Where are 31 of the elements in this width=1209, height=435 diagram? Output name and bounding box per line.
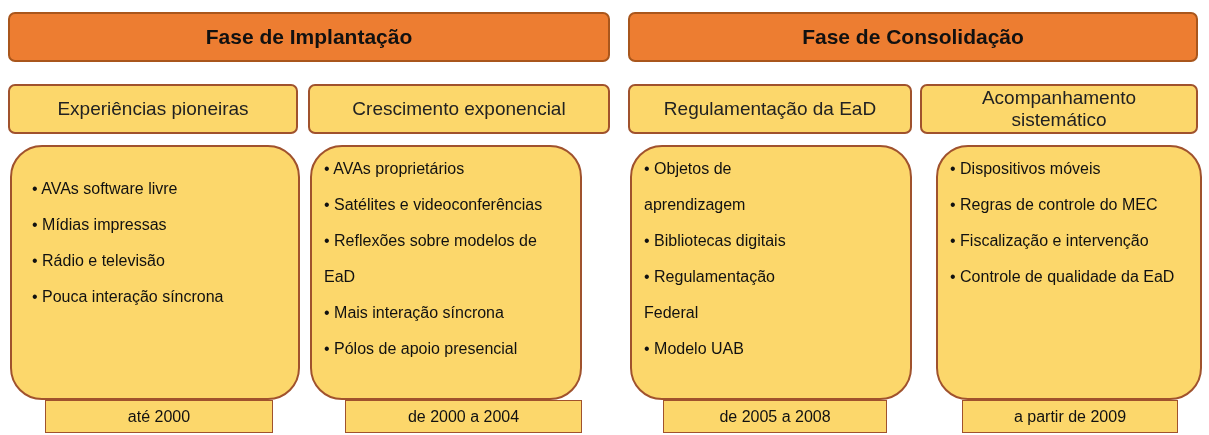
bullet-item: • Modelo UAB [644, 339, 745, 359]
period-label: de 2000 a 2004 [345, 400, 582, 433]
feature-panel [936, 145, 1202, 400]
bullet-item: • Pouca interação síncrona [32, 287, 224, 307]
period-label: até 2000 [45, 400, 273, 433]
period-label: a partir de 2009 [962, 400, 1178, 433]
bullet-item: • Pólos de apoio presencial [324, 339, 519, 359]
bullet-item: • AVAs software livre [32, 179, 179, 199]
bullet-item: • Dispositivos móveis [950, 159, 1102, 179]
stage-header: Acompanhamento sistemático [920, 84, 1198, 134]
bullet-item: • Satélites e videoconferências [324, 195, 544, 215]
phase-header: Fase de Implantação [8, 12, 610, 62]
bullet-item: • Mais interação síncrona [324, 303, 505, 323]
stage-header: Crescimento exponencial [308, 84, 610, 134]
bullet-item: • Controle de qualidade da EaD [950, 267, 1175, 287]
feature-panel [10, 145, 300, 400]
feature-panel [630, 145, 912, 400]
stage-header: Experiências pioneiras [8, 84, 298, 134]
phase-header: Fase de Consolidação [628, 12, 1198, 62]
bullet-item: • Objetos de aprendizagem [644, 159, 747, 215]
bullet-item: • Rádio e televisão [32, 251, 166, 271]
bullet-item: • Regulamentação Federal [644, 267, 776, 323]
feature-panel [310, 145, 582, 400]
bullet-item: • Mídias impressas [32, 215, 168, 235]
bullet-item: • Reflexões sobre modelos de EaD [324, 231, 538, 287]
bullet-item: • Bibliotecas digitais [644, 231, 787, 251]
bullet-item: • Fiscalização e intervenção [950, 231, 1150, 251]
stage-header: Regulamentação da EaD [628, 84, 912, 134]
period-label: de 2005 a 2008 [663, 400, 887, 433]
bullet-item: • Regras de controle do MEC [950, 195, 1159, 215]
bullet-item: • AVAs proprietários [324, 159, 466, 179]
